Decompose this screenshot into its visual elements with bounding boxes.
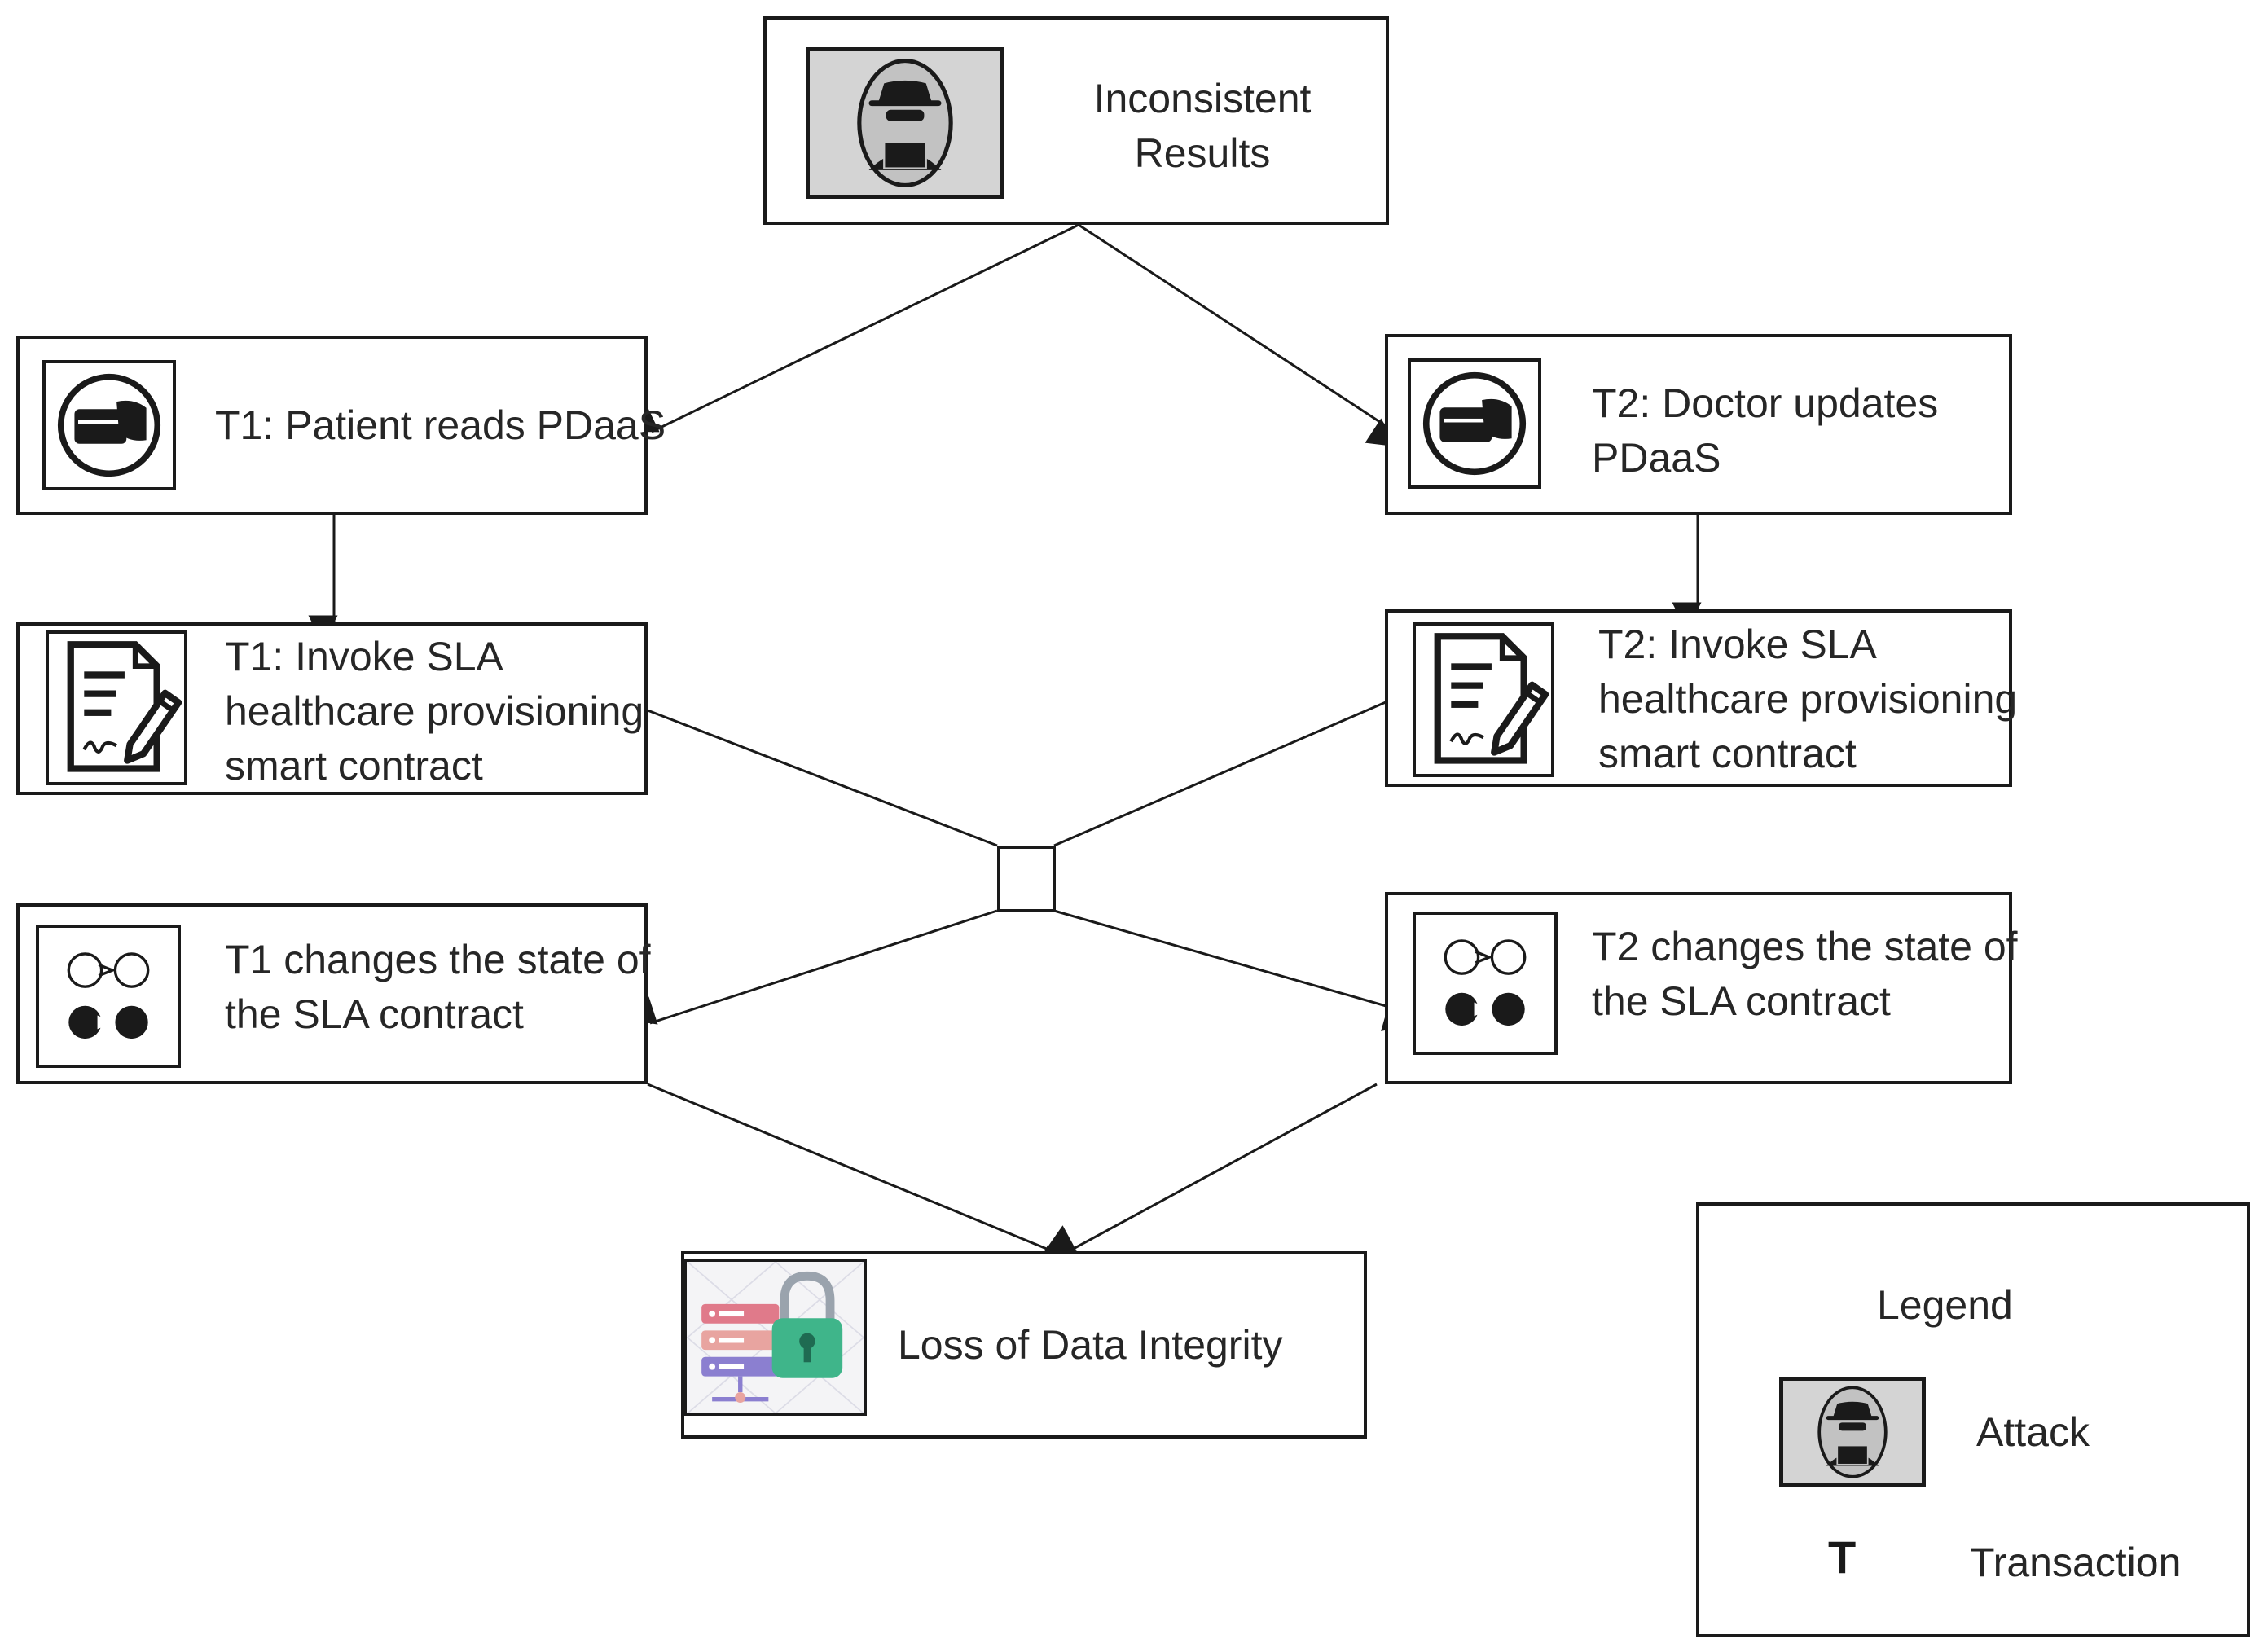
node-label: T1 changes the state of the SLA contract — [225, 937, 651, 1037]
arrow-junction-to-t2-state — [1053, 909, 1413, 1031]
state-change-icon — [1413, 912, 1558, 1055]
node-label: T1: Invoke SLA healthcare provisioning s… — [225, 634, 644, 789]
arrow-root-to-t1-read — [626, 223, 1079, 433]
server-lock-icon — [684, 1259, 867, 1416]
node-t1-patient-reads: T1: Patient reads PDaaS — [16, 336, 666, 515]
node-inconsistent-results: Inconsistent Results — [763, 16, 1389, 225]
node-t2-state-change: T2 changes the state of the SLA contract — [1385, 892, 2018, 1084]
node-label: Inconsistent Results — [1093, 76, 1312, 176]
node-t1-invoke-sla: T1: Invoke SLA healthcare provisioning s… — [16, 622, 648, 795]
legend-title: Legend — [1877, 1282, 2013, 1328]
legend-transaction-label: Transaction — [1970, 1540, 2182, 1585]
card-hand-icon — [1408, 358, 1541, 489]
line-t1-invoke-to-junction — [647, 709, 998, 847]
hacker-icon — [806, 47, 1004, 199]
state-change-icon — [36, 925, 181, 1068]
node-loss-of-data-integrity: Loss of Data Integrity — [681, 1251, 1367, 1439]
node-label: T2: Invoke SLA healthcare provisioning s… — [1598, 622, 2018, 776]
node-t2-doctor-updates: T2: Doctor updates PDaaS — [1385, 334, 2012, 515]
node-t1-state-change: T1 changes the state of the SLA contract — [16, 903, 651, 1084]
node-label: Loss of Data Integrity — [898, 1322, 1283, 1368]
contract-sign-icon — [1413, 622, 1554, 777]
contract-sign-icon — [46, 630, 187, 785]
legend: Legend Attack T Transaction — [1696, 1202, 2250, 1637]
card-hand-icon — [42, 360, 176, 490]
arrow-t2-state-to-loss — [1044, 1083, 1378, 1253]
hacker-icon — [1779, 1377, 1926, 1487]
arrow-junction-to-t1-state — [625, 909, 998, 1025]
arrow-t1-state-to-loss — [647, 1083, 1070, 1272]
node-label: T2 changes the state of the SLA contract — [1592, 924, 2018, 1024]
arrow-root-to-t2-update — [1078, 223, 1398, 447]
legend-transaction-symbol: T — [1828, 1531, 1857, 1583]
node-t2-invoke-sla: T2: Invoke SLA healthcare provisioning s… — [1385, 609, 2018, 787]
line-t2-invoke-to-junction — [1053, 701, 1387, 847]
node-label: T2: Doctor updates PDaaS — [1592, 380, 1939, 481]
node-label: T1: Patient reads PDaaS — [215, 402, 666, 448]
legend-attack-label: Attack — [1976, 1409, 2090, 1455]
junction-node — [997, 846, 1056, 912]
